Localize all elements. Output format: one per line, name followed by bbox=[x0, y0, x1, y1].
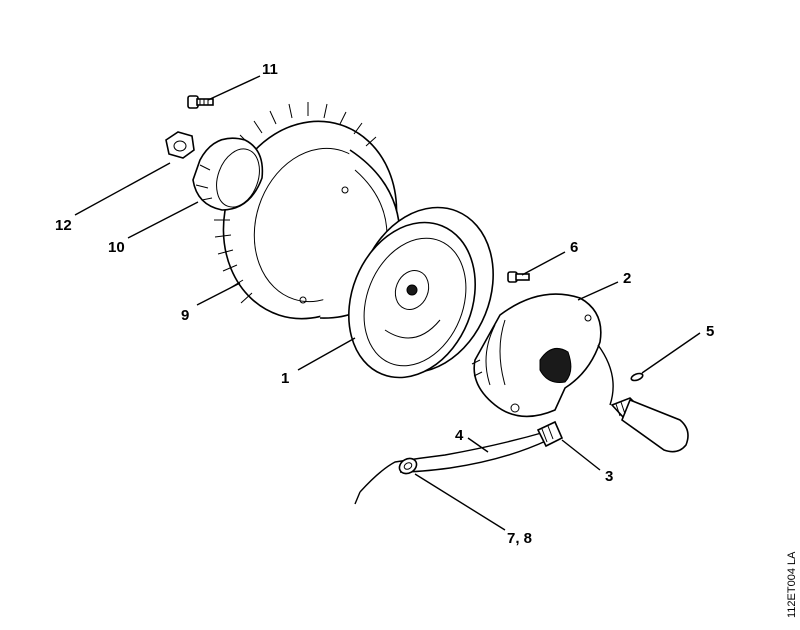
part-1-flywheel bbox=[348, 206, 494, 379]
callout-6: 6 bbox=[570, 239, 578, 256]
leader-12 bbox=[74, 162, 171, 216]
callout-4: 4 bbox=[455, 427, 464, 444]
part-7-8-grommet bbox=[354, 457, 418, 505]
leader-9 bbox=[196, 282, 241, 306]
callout-3: 3 bbox=[605, 468, 613, 485]
part-4-short-circuit-wire bbox=[359, 431, 549, 493]
leader-3 bbox=[561, 439, 601, 471]
leader-4 bbox=[467, 437, 489, 453]
leader-lines bbox=[74, 75, 701, 531]
callout-11: 11 bbox=[262, 61, 278, 78]
reference-code: 112ET004 LA bbox=[786, 551, 798, 618]
callout-5: 5 bbox=[706, 323, 714, 340]
leader-11 bbox=[207, 75, 261, 101]
part-11-screw bbox=[187, 95, 214, 109]
callout-7-8: 7, 8 bbox=[507, 530, 532, 547]
callout-2: 2 bbox=[623, 270, 631, 287]
high-tension-lead bbox=[597, 344, 614, 406]
part-10-starter-cup bbox=[192, 137, 264, 211]
part-5-pin bbox=[630, 372, 644, 382]
leader-5 bbox=[641, 332, 701, 374]
part-12-hex-nut bbox=[165, 131, 195, 159]
part-3-terminal bbox=[536, 420, 564, 448]
part-2-ignition-module bbox=[471, 293, 602, 418]
callout-9: 9 bbox=[181, 307, 189, 324]
leader-2 bbox=[577, 281, 619, 301]
callout-10: 10 bbox=[108, 239, 125, 256]
leader-10 bbox=[127, 201, 199, 239]
leader-1 bbox=[297, 337, 356, 371]
spark-plug-boot bbox=[610, 397, 689, 453]
leader-6 bbox=[521, 251, 566, 276]
callout-12: 12 bbox=[55, 217, 72, 234]
callout-1: 1 bbox=[281, 370, 289, 387]
leader-7-8 bbox=[414, 473, 506, 531]
